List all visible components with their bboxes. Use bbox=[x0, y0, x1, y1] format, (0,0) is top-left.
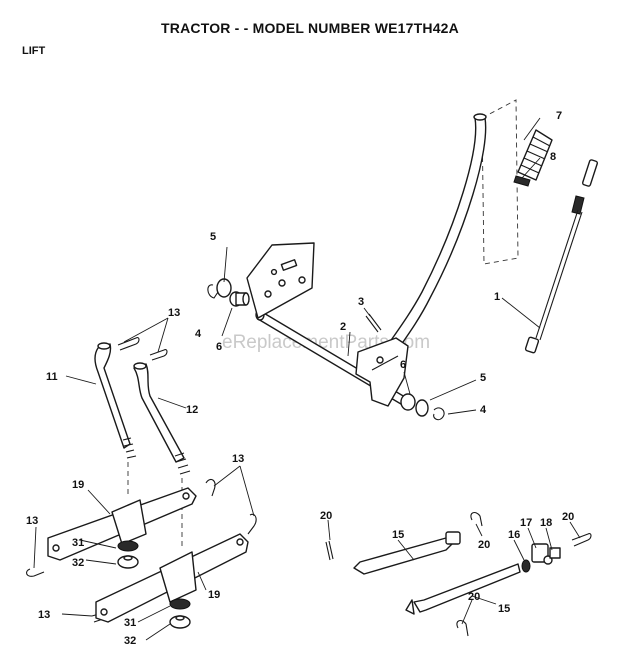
callout-32-upper: 32 bbox=[72, 557, 84, 569]
callout-1: 1 bbox=[494, 291, 500, 303]
callout-labels: 7 8 1 5 3 2 6 6 5 4 4 13 11 12 13 19 13 … bbox=[26, 110, 574, 647]
callout-4-left: 4 bbox=[195, 328, 202, 340]
callout-5-right: 5 bbox=[480, 372, 486, 384]
callout-20-left: 20 bbox=[320, 510, 332, 522]
callout-8: 8 bbox=[550, 151, 556, 163]
callout-31-upper: 31 bbox=[72, 537, 84, 549]
part-19-lift-arm-upper bbox=[47, 487, 197, 561]
part-31-32-lower-hardware bbox=[169, 598, 191, 629]
part-1-adjustment-rod bbox=[524, 159, 599, 354]
part-3-pin bbox=[365, 313, 382, 333]
callout-13-top: 13 bbox=[168, 307, 180, 319]
page-title: TRACTOR - - MODEL NUMBER WE17TH42A bbox=[161, 20, 459, 36]
callout-20-bottom: 20 bbox=[468, 591, 480, 603]
callout-32-lower: 32 bbox=[124, 635, 136, 647]
callout-13-left: 13 bbox=[26, 515, 38, 527]
callout-2: 2 bbox=[340, 321, 346, 333]
section-label: LIFT bbox=[22, 45, 46, 57]
callout-17: 17 bbox=[520, 517, 532, 529]
callout-6-left: 6 bbox=[216, 341, 222, 353]
callout-13-right: 13 bbox=[232, 453, 244, 465]
mounting-plate bbox=[246, 242, 315, 319]
callout-3: 3 bbox=[358, 296, 364, 308]
part-4-5-6-right-hardware bbox=[400, 393, 445, 421]
lift-lever-handle bbox=[355, 113, 487, 407]
part-31-32-upper-hardware bbox=[117, 540, 139, 569]
callout-5-left: 5 bbox=[210, 231, 216, 243]
callout-13-bottom: 13 bbox=[38, 609, 50, 621]
callout-16: 16 bbox=[508, 529, 520, 541]
callout-15-upper: 15 bbox=[392, 529, 404, 541]
callout-4-right: 4 bbox=[480, 404, 487, 416]
part-16-17-18-hardware bbox=[521, 543, 561, 573]
part-19-lift-arm-lower bbox=[95, 533, 249, 623]
part-15-rod-lower bbox=[405, 563, 521, 615]
dashed-enclosure bbox=[481, 99, 519, 265]
part-12-lift-link bbox=[133, 362, 191, 546]
callout-20-right: 20 bbox=[562, 511, 574, 523]
part-7-grip bbox=[517, 129, 553, 181]
part-5-6-left-clip-bushing bbox=[207, 278, 250, 307]
callout-19-lower: 19 bbox=[208, 589, 220, 601]
callout-12: 12 bbox=[186, 404, 198, 416]
callout-18: 18 bbox=[540, 517, 552, 529]
leader-lines bbox=[33, 117, 581, 641]
callout-11: 11 bbox=[46, 371, 58, 383]
part-11-lift-link bbox=[94, 342, 137, 498]
part-15-rod-upper bbox=[353, 531, 461, 575]
callout-15-lower: 15 bbox=[498, 603, 510, 615]
callout-20-mid: 20 bbox=[478, 539, 490, 551]
part-20-cotter-pins bbox=[325, 511, 592, 637]
callout-6-right: 6 bbox=[400, 359, 406, 371]
part-8-spring bbox=[513, 175, 531, 187]
callout-19-upper: 19 bbox=[72, 479, 84, 491]
callout-31-lower: 31 bbox=[124, 617, 136, 629]
callout-7: 7 bbox=[556, 110, 562, 122]
